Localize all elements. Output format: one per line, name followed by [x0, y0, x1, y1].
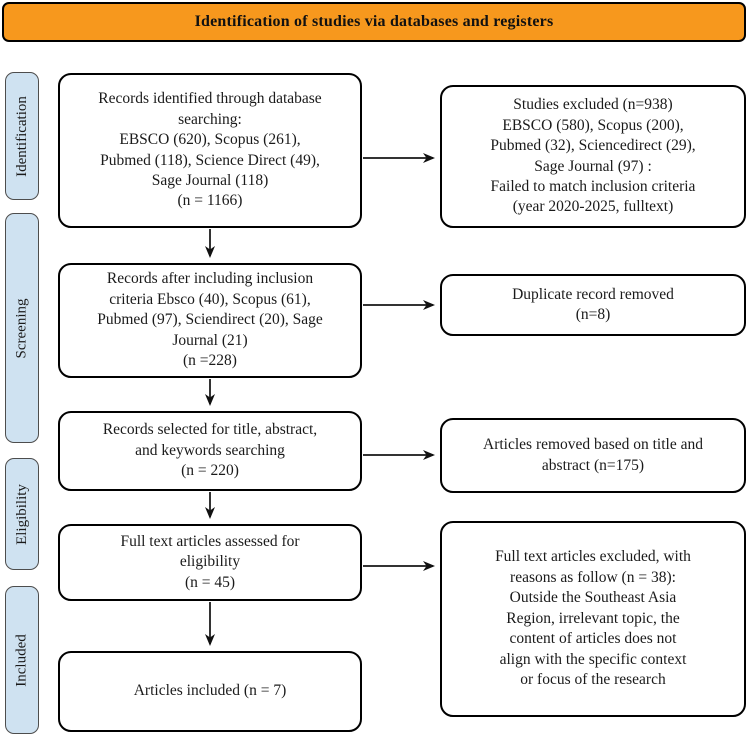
- stage-label-eligibility-text: Eligibility: [13, 483, 30, 545]
- stage-label-identification-text: Identification: [13, 95, 30, 177]
- box-studies-excluded: Studies excluded (n=938) EBSCO (580), Sc…: [440, 85, 746, 228]
- stage-label-included: Included: [5, 586, 39, 734]
- diagram-title: Identification of studies via databases …: [2, 2, 746, 42]
- box-records-identified: Records identified through database sear…: [58, 73, 362, 228]
- box-records-selected: Records selected for title, abstract, an…: [58, 411, 362, 491]
- box-removed-title-abstract: Articles removed based on title and abst…: [440, 418, 746, 493]
- stage-label-identification: Identification: [5, 72, 39, 200]
- box-articles-included: Articles included (n = 7): [58, 651, 362, 732]
- stage-label-eligibility: Eligibility: [5, 458, 39, 570]
- stage-label-screening-text: Screening: [13, 298, 30, 358]
- box-records-after-inclusion: Records after including inclusion criter…: [58, 263, 362, 378]
- box-duplicates-removed: Duplicate record removed (n=8): [440, 274, 746, 336]
- stage-label-included-text: Included: [13, 633, 30, 687]
- stage-label-screening: Screening: [5, 213, 39, 443]
- box-fulltext-assessed: Full text articles assessed for eligibil…: [58, 524, 362, 601]
- box-fulltext-excluded: Full text articles excluded, with reason…: [440, 521, 746, 717]
